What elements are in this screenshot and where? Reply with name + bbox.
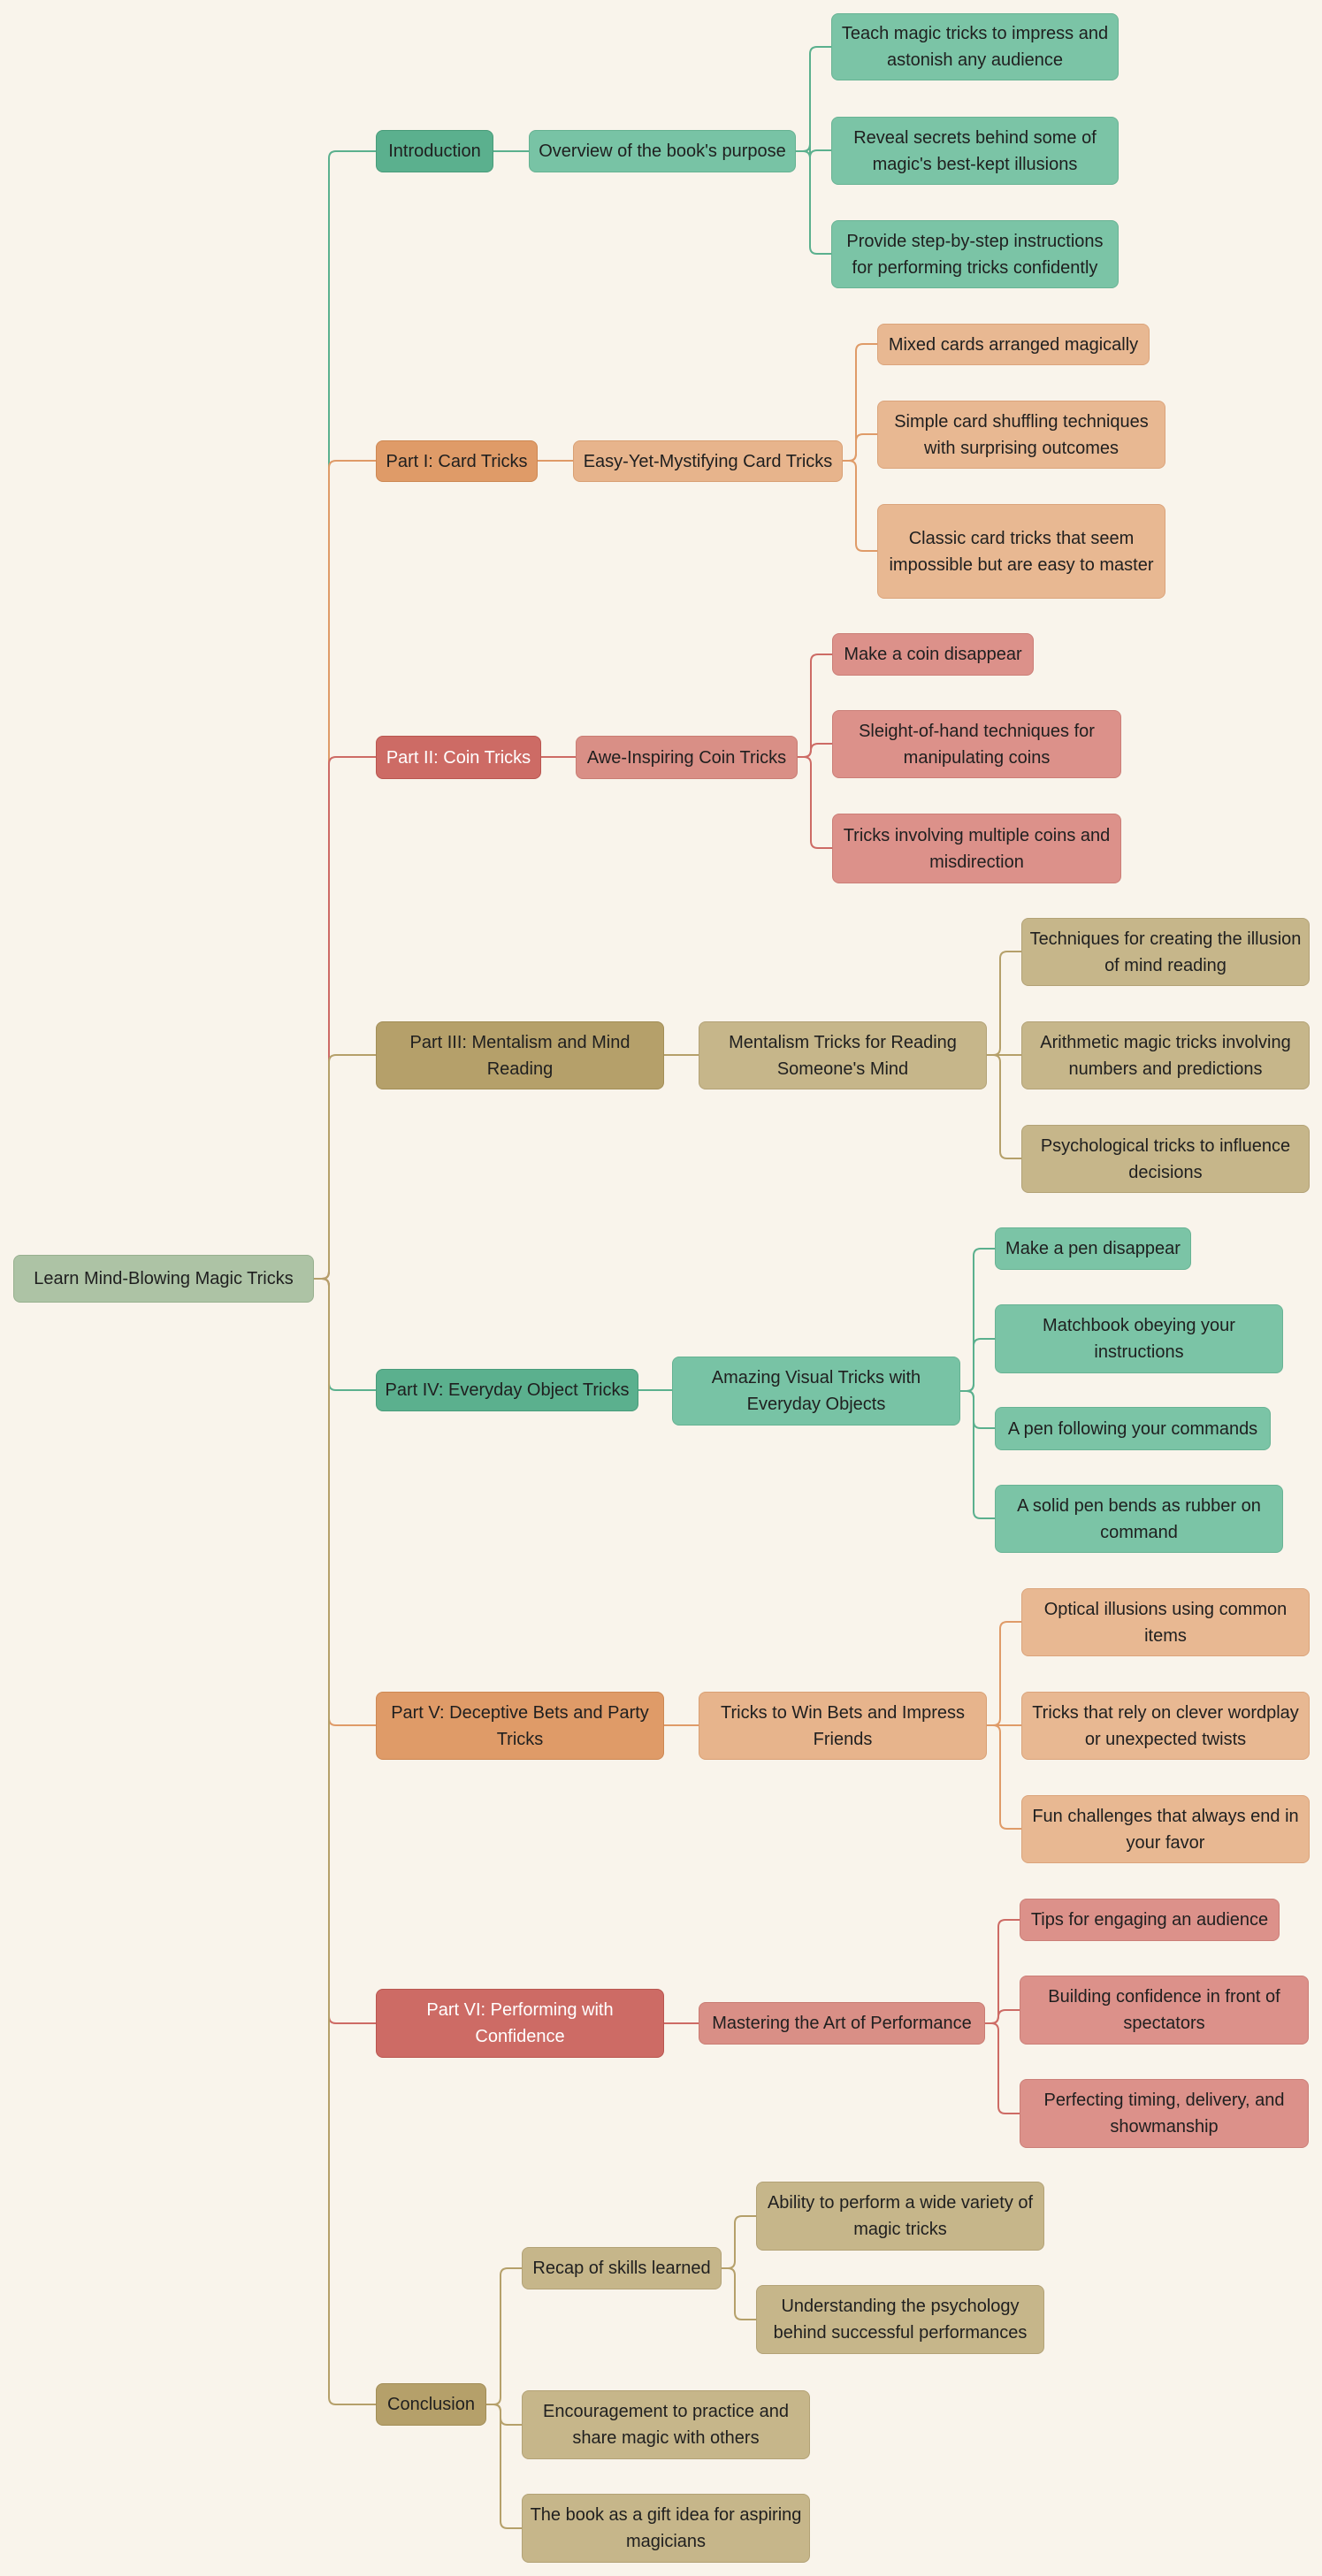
leaf-part5-2: Tricks that rely on clever wordplay or u… xyxy=(1021,1692,1310,1760)
branch-part5-bets-party: Part V: Deceptive Bets and Party Tricks xyxy=(376,1692,664,1760)
leaf-part4-3: A pen following your commands xyxy=(995,1407,1271,1450)
edge-part2-leaf-1 xyxy=(798,654,832,758)
edge-part5-leaf-1 xyxy=(987,1621,1021,1726)
edge-conclusion-2 xyxy=(486,2404,522,2426)
root-edge-2 xyxy=(314,460,376,1280)
leaf-part6-2: Building confidence in front of spectato… xyxy=(1020,1976,1309,2045)
leaf-part4-1: Make a pen disappear xyxy=(995,1227,1191,1270)
topic-part2: Awe-Inspiring Coin Tricks xyxy=(576,736,798,779)
topic-part3: Mentalism Tricks for Reading Someone's M… xyxy=(699,1021,987,1089)
branch-part2-coin-tricks: Part II: Coin Tricks xyxy=(376,736,541,779)
leaf-part1-2: Simple card shuffling techniques with su… xyxy=(877,401,1165,469)
leaf-part3-2: Arithmetic magic tricks involving number… xyxy=(1021,1021,1310,1089)
root-edge-5 xyxy=(314,1278,376,1391)
root-edge-8 xyxy=(314,1278,376,2405)
edge-part1-leaf-1 xyxy=(843,343,877,462)
edge-conclusion-1 xyxy=(486,2267,522,2405)
edge-intro-leaf-3 xyxy=(796,150,831,255)
edge-part2-leaf-2 xyxy=(798,743,832,758)
topic-part4: Amazing Visual Tricks with Everyday Obje… xyxy=(672,1357,960,1426)
branch-part6-performing: Part VI: Performing with Confidence xyxy=(376,1989,664,2058)
edge-part3-leaf-3 xyxy=(987,1054,1021,1159)
leaf-part4-4: A solid pen bends as rubber on command xyxy=(995,1485,1283,1553)
leaf-introduction-3: Provide step-by-step instructions for pe… xyxy=(831,220,1119,288)
leaf-recap-1: Ability to perform a wide variety of mag… xyxy=(756,2182,1044,2251)
leaf-part1-3: Classic card tricks that seem impossible… xyxy=(877,504,1165,599)
edge-recap-leaf-2 xyxy=(722,2267,756,2320)
leaf-part6-1: Tips for engaging an audience xyxy=(1020,1899,1280,1941)
edge-part4-leaf-2 xyxy=(960,1338,995,1392)
leaf-part5-3: Fun challenges that always end in your f… xyxy=(1021,1795,1310,1863)
leaf-recap-2: Understanding the psychology behind succ… xyxy=(756,2285,1044,2354)
edge-part3-leaf-1 xyxy=(987,951,1021,1056)
conclusion-item-2: The book as a gift idea for aspiring mag… xyxy=(522,2494,810,2563)
edge-part6-leaf-1 xyxy=(985,1919,1020,2024)
topic-part5: Tricks to Win Bets and Impress Friends xyxy=(699,1692,987,1760)
leaf-introduction-1: Teach magic tricks to impress and astoni… xyxy=(831,13,1119,80)
leaf-part1-1: Mixed cards arranged magically xyxy=(877,324,1150,365)
branch-introduction: Introduction xyxy=(376,130,493,172)
edge-part6-leaf-2 xyxy=(985,2009,1020,2024)
root-edge-1 xyxy=(314,150,376,1280)
topic-part1: Easy-Yet-Mystifying Card Tricks xyxy=(573,440,843,482)
leaf-part2-2: Sleight-of-hand techniques for manipulat… xyxy=(832,710,1121,778)
edge-part1-leaf-2 xyxy=(843,433,877,462)
edge-conclusion-3 xyxy=(486,2404,522,2529)
leaf-part2-1: Make a coin disappear xyxy=(832,633,1034,676)
edge-part5-leaf-3 xyxy=(987,1724,1021,1830)
edge-intro-leaf-1 xyxy=(796,46,831,152)
root-edge-3 xyxy=(314,756,376,1280)
edge-part6-leaf-3 xyxy=(985,2022,1020,2114)
edge-part4-leaf-4 xyxy=(960,1390,995,1519)
root-edge-6 xyxy=(314,1278,376,1726)
edge-part1-leaf-3 xyxy=(843,460,877,552)
leaf-part2-3: Tricks involving multiple coins and misd… xyxy=(832,814,1121,883)
root-edge-4 xyxy=(314,1054,376,1280)
edge-part2-leaf-3 xyxy=(798,756,832,849)
edge-recap-leaf-1 xyxy=(722,2215,756,2269)
branch-part3-mentalism: Part III: Mentalism and Mind Reading xyxy=(376,1021,664,1089)
leaf-introduction-2: Reveal secrets behind some of magic's be… xyxy=(831,117,1119,185)
leaf-part5-1: Optical illusions using common items xyxy=(1021,1588,1310,1656)
topic-introduction: Overview of the book's purpose xyxy=(529,130,796,172)
conclusion-recap: Recap of skills learned xyxy=(522,2247,722,2289)
leaf-part4-2: Matchbook obeying your instructions xyxy=(995,1304,1283,1373)
branch-part1-card-tricks: Part I: Card Tricks xyxy=(376,440,538,482)
branch-conclusion: Conclusion xyxy=(376,2383,486,2426)
conclusion-item-1: Encouragement to practice and share magi… xyxy=(522,2390,810,2459)
leaf-part3-3: Psychological tricks to influence decisi… xyxy=(1021,1125,1310,1193)
root-node: Learn Mind-Blowing Magic Tricks xyxy=(13,1255,314,1303)
topic-part6: Mastering the Art of Performance xyxy=(699,2002,985,2045)
edge-part4-leaf-1 xyxy=(960,1248,995,1392)
edge-part4-leaf-3 xyxy=(960,1390,995,1429)
leaf-part6-3: Perfecting timing, delivery, and showman… xyxy=(1020,2079,1309,2148)
branch-part4-everyday-objects: Part IV: Everyday Object Tricks xyxy=(376,1369,638,1411)
leaf-part3-1: Techniques for creating the illusion of … xyxy=(1021,918,1310,986)
